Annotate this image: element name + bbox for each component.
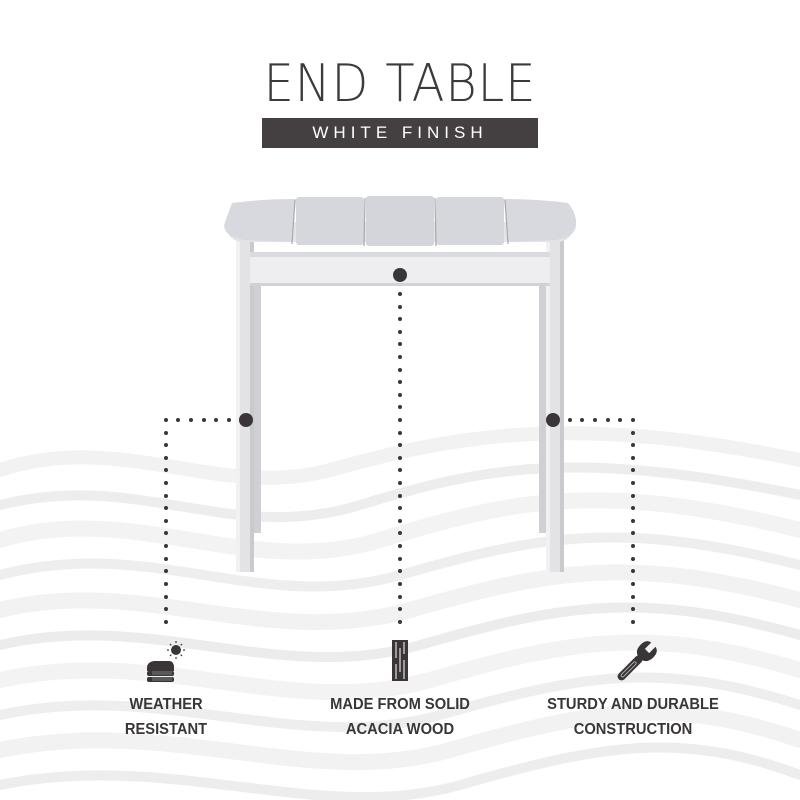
feature-solid-acacia-wood: MADE FROM SOLID ACACIA WOOD <box>313 692 488 742</box>
callout-marker-right <box>546 413 560 427</box>
wrench-icon <box>617 641 657 681</box>
feature-line-1: WEATHER <box>129 696 203 713</box>
weather-towels-sun-icon <box>147 641 185 682</box>
feature-line-2: RESISTANT <box>124 721 208 738</box>
callout-marker-left <box>239 413 253 427</box>
feature-line-1: STURDY AND DURABLE <box>547 696 719 713</box>
callout-marker-top <box>393 268 407 282</box>
feature-weather-resistant: WEATHER RESISTANT <box>102 692 231 742</box>
page-title: END TABLE <box>263 54 537 114</box>
subtitle-bar <box>262 118 538 148</box>
wood-plank-icon <box>392 640 408 681</box>
feature-line-2: ACACIA WOOD <box>345 721 455 738</box>
feature-line-1: MADE FROM SOLID <box>330 696 470 713</box>
feature-sturdy-durable: STURDY AND DURABLE CONSTRUCTION <box>529 692 737 742</box>
feature-line-2: CONSTRUCTION <box>573 721 693 738</box>
subtitle: WHITE FINISH <box>312 123 488 142</box>
